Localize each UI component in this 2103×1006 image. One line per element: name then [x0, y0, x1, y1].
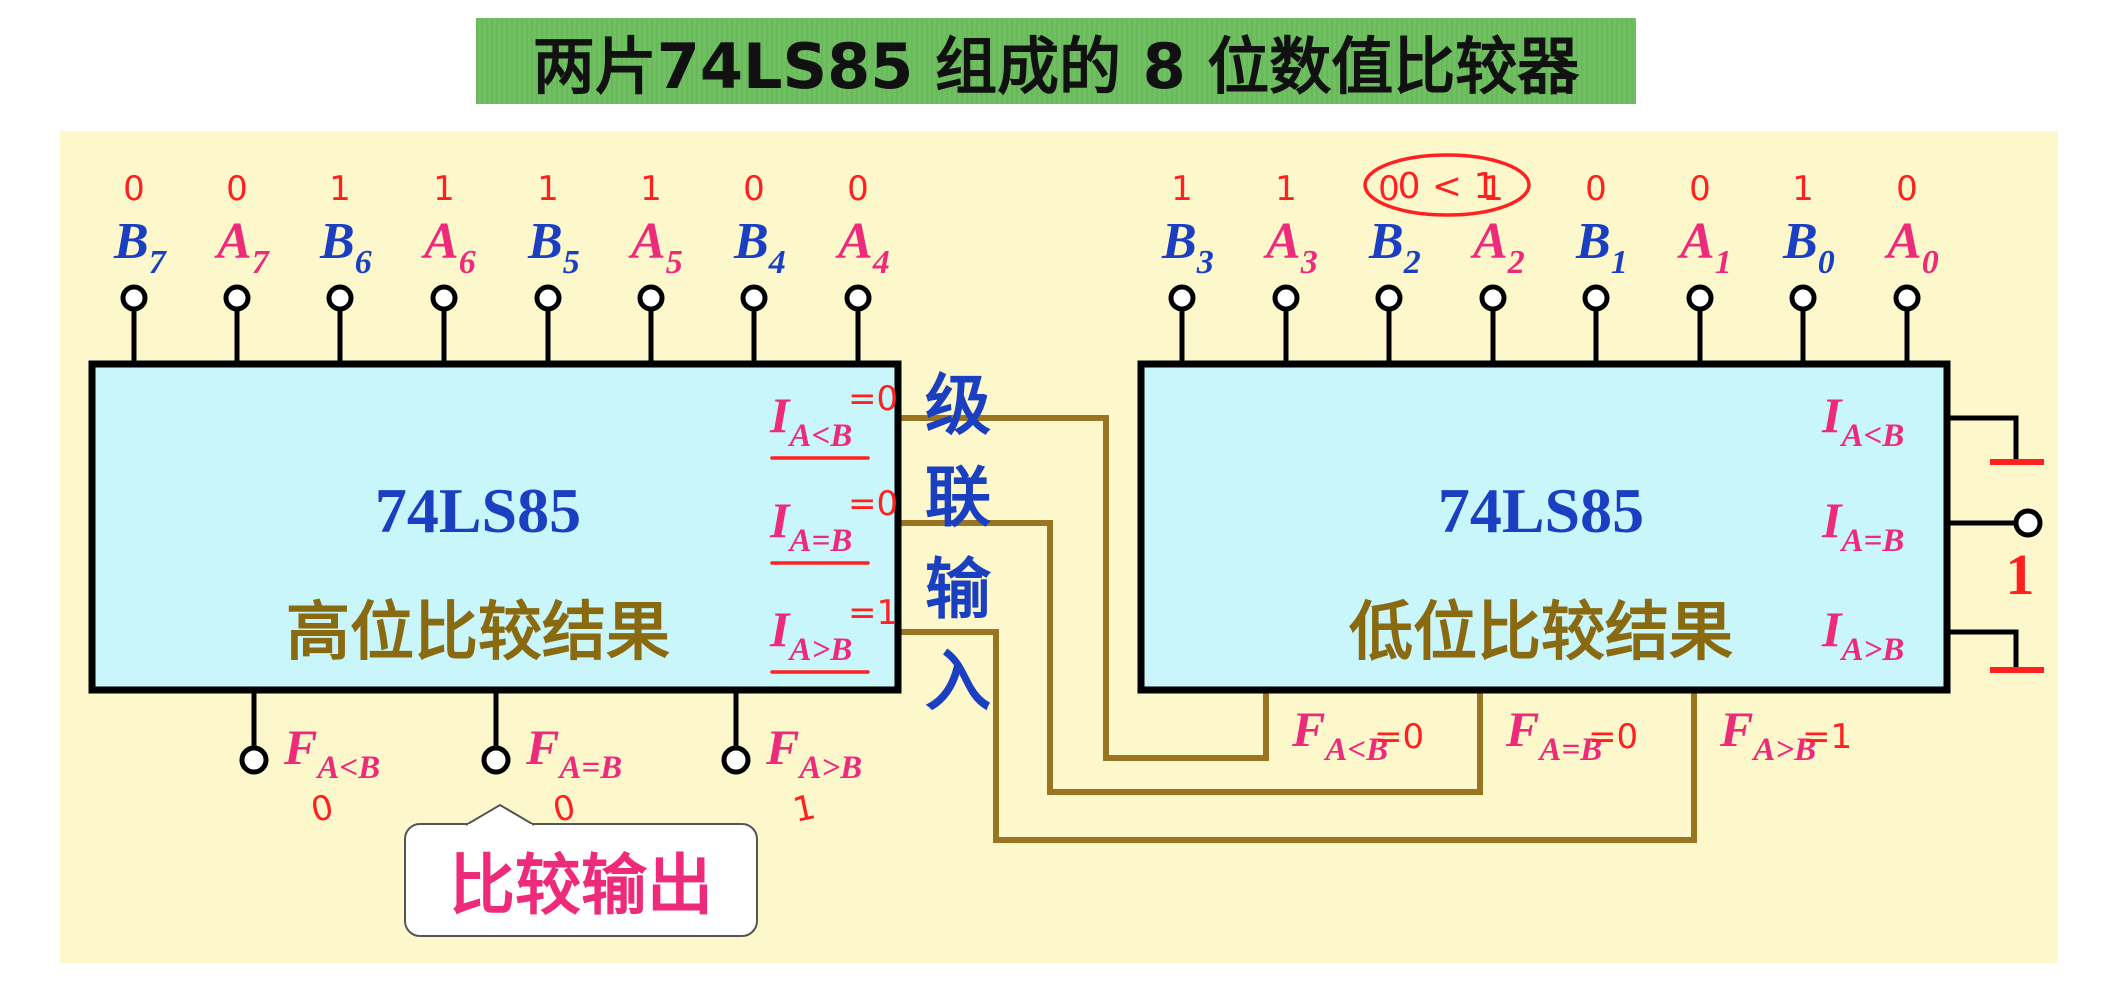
high-cascade-mark-2: =1	[848, 593, 898, 633]
wire-iaeqb	[900, 520, 1483, 795]
high-cascade-label-A=B: IA=B	[769, 492, 852, 559]
low-out-mark-0: =0	[1374, 717, 1424, 757]
high-pin-label-B4: B4	[733, 213, 786, 281]
high-cascade-mark-0: =0	[848, 379, 898, 419]
high-pin-label-A6: A6	[421, 213, 476, 281]
low-pin-label-A2: A2	[1470, 213, 1525, 281]
cascade-input-label-char: 级	[925, 367, 991, 444]
low-pin-label-B1: B1	[1575, 213, 1628, 281]
high-pin-label-B7: B7	[113, 213, 168, 281]
vcc-terminal	[2013, 508, 2043, 538]
high-result-label: 高位比较结果	[286, 596, 670, 670]
high-bit-B6: 1	[329, 169, 351, 209]
high-out-terminal-A=B	[481, 745, 511, 775]
low-bit-A2: 1	[1482, 169, 1504, 209]
low-chip-name: 74LS85	[1438, 475, 1644, 546]
low-pin-label-B0: B0	[1782, 213, 1835, 281]
high-out-terminal-A>B	[721, 745, 751, 775]
tie-high-label: 1	[2006, 542, 2035, 607]
high-pin-label-A7: A7	[214, 213, 271, 281]
low-bit-B2: 0	[1378, 169, 1400, 209]
low-bit-B1: 0	[1585, 169, 1607, 209]
low-bit-B0: 1	[1792, 169, 1814, 209]
high-out-label-A<B: FA<B	[283, 719, 380, 786]
cascade-wires	[900, 415, 1697, 843]
high-out-label-A=B: FA=B	[525, 719, 622, 786]
high-pin-terminal-B7	[120, 284, 148, 312]
high-bit-A4: 0	[847, 169, 869, 209]
low-pin-label-A0: A0	[1884, 213, 1939, 281]
low-pin-terminal-B3	[1168, 284, 1196, 312]
high-chip-body	[88, 360, 902, 694]
low-pin-label-B3: B3	[1161, 213, 1214, 281]
low-pin-terminal-A2	[1479, 284, 1507, 312]
high-cascade-mark-1: =0	[848, 484, 898, 524]
high-cascade-label-A<B: IA<B	[769, 387, 852, 454]
cascade-input-label-char: 入	[925, 643, 991, 720]
low-out-mark-1: =0	[1588, 717, 1638, 757]
low-pin-label-A1: A1	[1677, 213, 1732, 281]
low-bit-A3: 1	[1275, 169, 1297, 209]
low-out-mark-2: =1	[1802, 717, 1852, 757]
high-pin-label-B5: B5	[527, 213, 580, 281]
low-cascade-label-A=B: IA=B	[1821, 492, 1904, 559]
high-pin-label-B6: B6	[319, 213, 372, 281]
high-pin-terminal-B5	[534, 284, 562, 312]
high-pin-terminal-A5	[637, 284, 665, 312]
high-pin-terminal-A6	[430, 284, 458, 312]
low-cascade-label-A>B: IA>B	[1821, 601, 1904, 668]
low-bit-A0: 0	[1896, 169, 1918, 209]
high-pin-terminal-B6	[326, 284, 354, 312]
high-bit-B7: 0	[123, 169, 145, 209]
wire-iagtb	[900, 629, 1697, 843]
low-pin-terminal-B1	[1582, 284, 1610, 312]
low-pin-terminal-A1	[1686, 284, 1714, 312]
low-pin-terminal-B0	[1789, 284, 1817, 312]
cascade-input-label-char: 联	[925, 459, 991, 536]
wire-ialtb	[900, 415, 1269, 761]
high-bit-A6: 1	[433, 169, 455, 209]
high-bit-B5: 1	[537, 169, 559, 209]
tie-iagtb-wire	[1947, 629, 2019, 670]
tie-ialtb-wire	[1947, 415, 2019, 462]
low-result-label: 低位比较结果	[1349, 596, 1733, 670]
high-cascade-label-A>B: IA>B	[769, 601, 852, 668]
low-bit-B3: 1	[1171, 169, 1193, 209]
callout-compare-output: 比较输出	[404, 823, 758, 937]
high-pin-terminal-A7	[223, 284, 251, 312]
low-out-label-A>B: FA>B	[1719, 701, 1816, 768]
high-bit-B4: 0	[743, 169, 765, 209]
low-out-label-A<B: FA<B	[1291, 701, 1388, 768]
high-pin-terminal-A4	[844, 284, 872, 312]
low-pin-terminal-A3	[1272, 284, 1300, 312]
high-pin-label-A4: A4	[835, 213, 890, 281]
high-out-mark-0: 0	[308, 787, 337, 831]
low-out-label-A=B: FA=B	[1505, 701, 1602, 768]
page-title: 两片74LS85 组成的 8 位数值比较器	[476, 18, 1636, 104]
annotation-circle	[1363, 153, 1531, 217]
high-out-mark-2: 1	[790, 787, 819, 831]
low-pin-terminal-A0	[1893, 284, 1921, 312]
cascade-input-label-char: 输	[925, 551, 992, 628]
low-pin-terminal-B2	[1375, 284, 1403, 312]
high-pin-terminal-B4	[740, 284, 768, 312]
high-pin-label-A5: A5	[628, 213, 683, 281]
low-pin-label-A3: A3	[1263, 213, 1318, 281]
high-chip-name: 74LS85	[375, 475, 581, 546]
high-out-terminal-A<B	[239, 745, 269, 775]
high-bit-A5: 1	[640, 169, 662, 209]
low-chip-body	[1137, 360, 1951, 694]
low-bit-A1: 0	[1689, 169, 1711, 209]
high-out-label-A>B: FA>B	[765, 719, 862, 786]
annotation-circle-text: 0 < 1	[1398, 166, 1497, 207]
low-pin-label-B2: B2	[1368, 213, 1421, 281]
high-bit-A7: 0	[226, 169, 248, 209]
low-cascade-label-A<B: IA<B	[1821, 387, 1904, 454]
